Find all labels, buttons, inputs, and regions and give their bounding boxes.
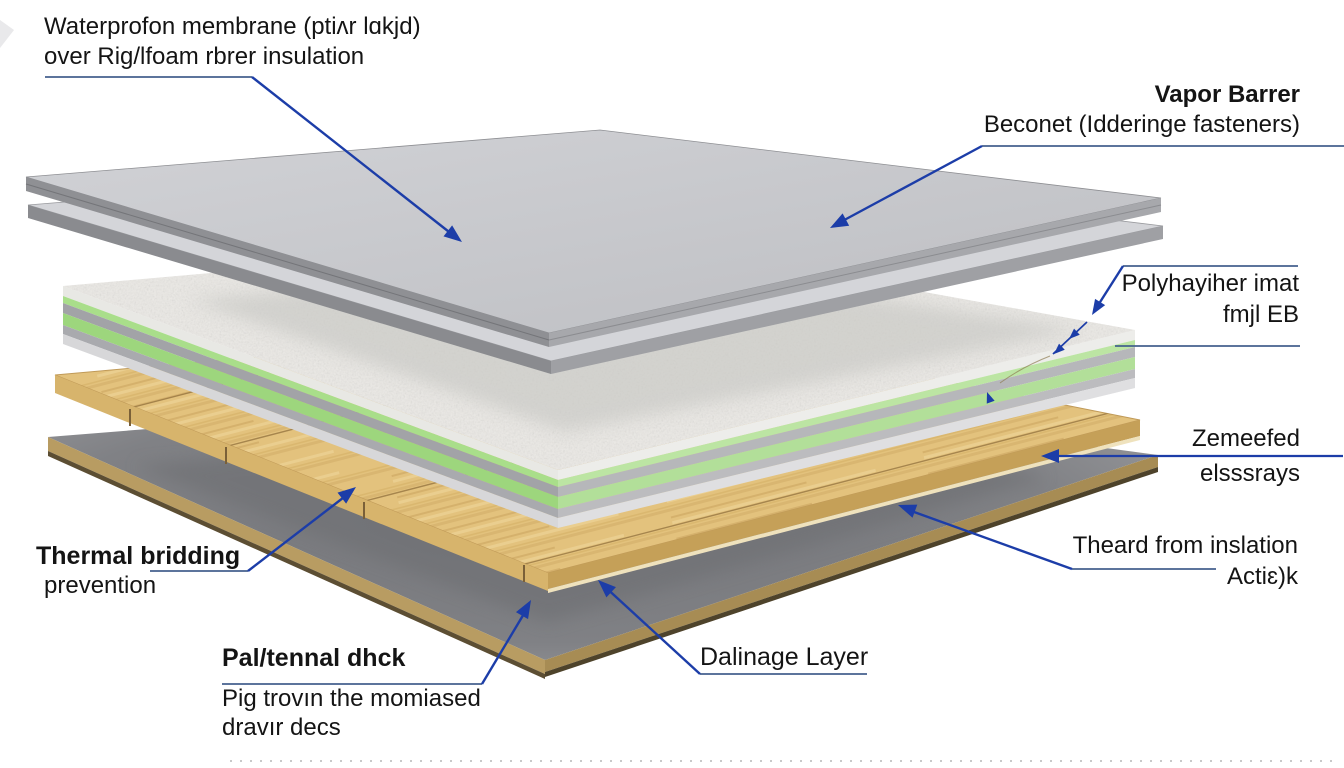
insulation-edge-white (63, 286, 1135, 480)
arrowhead-cemented (1041, 449, 1059, 463)
insulation-edge-right-light (558, 330, 1135, 528)
insulation-edge-gray-1 (63, 303, 1135, 497)
heat-insulation-label-line1: Theard from inslation (1072, 532, 1298, 559)
structural-deck-label-line1: Pal/tennal dhck (222, 644, 406, 672)
heat-insulation-label-line2: Actiɛ)k (1226, 563, 1298, 590)
insulation-edge-bottom (63, 334, 1135, 528)
wood-grain-squiggle (999, 355, 1051, 384)
wood-deck-left-edge (55, 375, 548, 591)
polyether-mat-label-line2: fmjl EB (1222, 301, 1299, 328)
structural-deck-label: Pal/tennal dhck Pig trovın the momiased … (222, 644, 481, 742)
arrow-line-drainage (602, 584, 701, 675)
thermal-bridging-label-line1: Thermal bridding (36, 542, 241, 570)
arrowhead-polyether-small-2 (1054, 343, 1065, 354)
arrow-line-waterproof (251, 76, 459, 240)
arrowhead-thermal (337, 487, 356, 504)
vapor-barrier-label: Vapor Barrer Beconet (Idderinge fastener… (984, 80, 1300, 140)
leader-lines (45, 76, 1344, 685)
membrane-right-edge-groove (548, 204, 1162, 341)
drainage-deck-right-edge (545, 455, 1158, 672)
drainage-layer-label: Dalinage Layer (700, 642, 868, 672)
layer-membrane-plates (25, 129, 1164, 374)
membrane-left-edge-groove (25, 183, 550, 341)
waterproof-membrane-label-line1: Waterprofon membrane (ptiʌr lɑkjd) (44, 13, 421, 40)
arrow-line-thermal (247, 490, 353, 572)
thermal-bridging-label: Thermal bridding prevention (36, 541, 240, 601)
wood-deck-right-edge (548, 420, 1140, 589)
arrowhead-drainage (598, 580, 616, 598)
drainage-layer-label-line1: Dalinage Layer (700, 643, 869, 671)
insulation-edge-gray-2 (63, 325, 1135, 518)
cemented-screed-label: Zemeefed elsssrays (1192, 421, 1300, 491)
cemented-screed-label-line1: Zemeefed (1191, 425, 1300, 452)
insulation-edge-green-2 (63, 313, 1135, 509)
arrowhead-on-wood (986, 392, 995, 404)
drainage-deck-left-edge-shadow (48, 451, 545, 679)
arrowhead-structural-deck (515, 600, 531, 620)
waterproof-membrane-label-line2: over Rig/lfoam rbrer insulation (44, 43, 365, 70)
vapor-barrier-label-line2: Beconet (Idderinge fasteners) (983, 111, 1300, 138)
polyether-mat-label: Polyhayiher imat fmjl EB (1122, 268, 1299, 330)
polyether-mat-label-line1: Polyhayiher imat (1121, 270, 1299, 297)
waterproof-membrane-label: Waterprofon membrane (ptiʌr lɑkjd) over … (44, 12, 421, 72)
arrow-line-structural-deck (480, 606, 530, 685)
arrow-heads (337, 213, 1106, 620)
arrow-line-vapor-barrier (834, 144, 983, 227)
arrowhead-waterproof (443, 225, 462, 242)
arrowhead-polyether (1092, 298, 1106, 315)
wood-deck-right-edge-highlight (548, 436, 1140, 593)
cemented-screed-label-line2: elsssrays (1199, 460, 1300, 487)
arrow-line-heat-insulation (902, 506, 1073, 571)
structural-deck-label-line2: Pig trovın the momiased (222, 685, 481, 712)
heat-insulation-label: Theard from inslation Actiɛ)k (1073, 530, 1298, 592)
structural-deck-label-line3: dravır decs (222, 714, 341, 741)
arrowhead-heat-insulation (898, 504, 918, 518)
arrowhead-vapor-barrier (830, 213, 850, 228)
drainage-deck-right-edge-shadow (545, 467, 1158, 677)
membrane-lower-plate-left-edge (28, 205, 551, 374)
background-artifact (0, 20, 14, 48)
membrane-lower-plate-right-edge (551, 226, 1163, 374)
vapor-barrier-label-line1: Vapor Barrer (1154, 81, 1300, 108)
wood-edge-seam-ticks (129, 409, 525, 582)
arrowhead-polyether-small-1 (1069, 328, 1080, 339)
drainage-deck-left-edge (48, 437, 545, 674)
arrow-lines (247, 76, 1343, 685)
thermal-bridging-label-line2: prevention (44, 572, 157, 599)
